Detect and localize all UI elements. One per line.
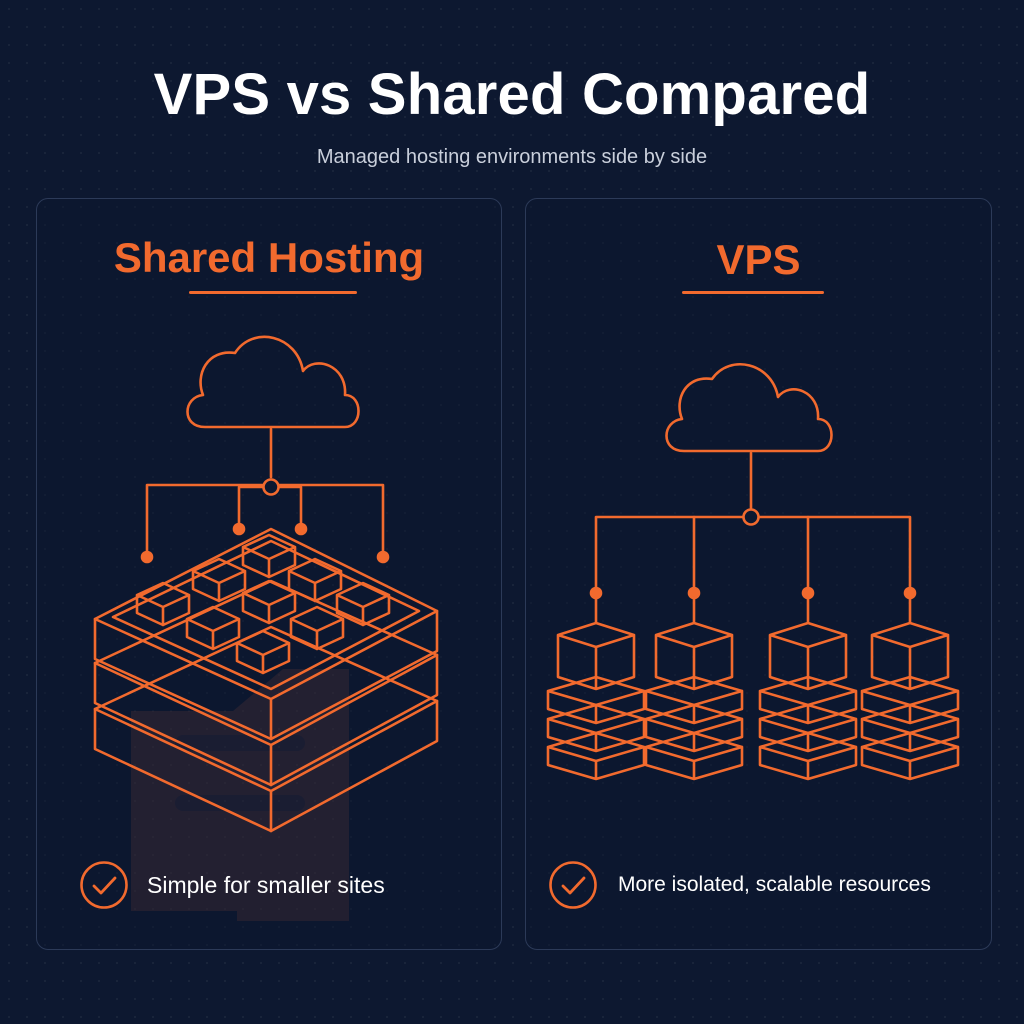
vps-benefit-text: More isolated, scalable resources xyxy=(618,873,931,896)
vps-heading: VPS xyxy=(716,236,801,283)
shared-site-cubes xyxy=(135,533,391,675)
cloud-icon xyxy=(186,335,360,429)
hub-node xyxy=(262,478,280,496)
cloud-icon xyxy=(665,363,833,453)
shared-hosting-heading-underline xyxy=(189,291,357,294)
isolated-server-icon xyxy=(644,596,744,781)
shared-connector-lines xyxy=(145,427,385,553)
check-icon xyxy=(80,861,128,909)
shared-hosting-diagram xyxy=(93,335,439,921)
shared-server-icon xyxy=(93,527,439,833)
vps-connector-lines xyxy=(594,451,912,589)
isolated-server-icon xyxy=(758,596,858,781)
shared-hosting-panel: Shared Hosting xyxy=(36,198,502,950)
isolated-server-icon xyxy=(546,596,646,781)
check-icon xyxy=(549,861,597,909)
shared-hosting-heading: Shared Hosting xyxy=(113,234,425,281)
page-title: VPS vs Shared Compared xyxy=(153,62,871,127)
isolated-server-icon xyxy=(860,596,960,781)
shared-hosting-benefit-text: Simple for smaller sites xyxy=(147,871,385,898)
vps-heading-underline xyxy=(682,291,824,294)
page-subtitle: Managed hosting environments side by sid… xyxy=(316,146,708,168)
shared-hosting-benefit: Simple for smaller sites xyxy=(79,857,385,913)
hub-node xyxy=(742,508,760,526)
vps-panel: VPS More isolated, scalable xyxy=(525,198,992,950)
vps-diagram xyxy=(546,363,960,781)
vps-benefit: More isolated, scalable resources xyxy=(548,857,931,913)
